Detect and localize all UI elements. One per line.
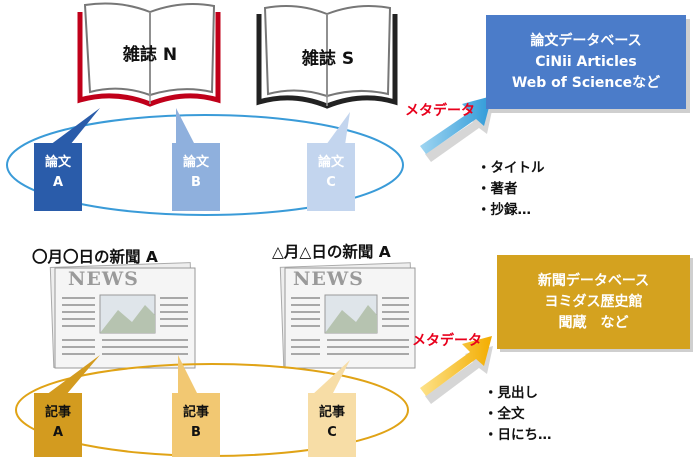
news-db-line-3: 聞蔵 など xyxy=(558,314,629,331)
news-db-line-2: ヨミダス歴史館 xyxy=(544,293,643,310)
magazine-s-book-icon xyxy=(256,5,398,109)
article-a-callout-tail xyxy=(46,355,100,395)
magazine-n-title: 雑誌 N xyxy=(122,45,178,65)
paper-a-callout-tail xyxy=(50,108,100,145)
paper-metadata-item: ・抄録… xyxy=(477,202,531,218)
newspaper-1-title: 〇月〇日の新聞 A xyxy=(32,248,158,266)
paper-db-line-3: Web of Scienceなど xyxy=(511,74,661,91)
news-metadata-label: メタデータ xyxy=(412,333,482,349)
paper-metadata-label: メタデータ xyxy=(405,103,475,119)
magazine-n-book-icon xyxy=(77,2,221,107)
magazine-s-title: 雑誌 S xyxy=(301,49,355,69)
news-metadata-item: ・見出し xyxy=(484,385,538,401)
article-b-callout-tail xyxy=(178,355,198,395)
paper-metadata-arrow-icon xyxy=(420,96,493,162)
paper-a-box xyxy=(34,143,82,211)
paper-db-line-1: 論文データベース xyxy=(530,32,642,49)
paper-db-line-2: CiNii Articles xyxy=(535,53,637,70)
article-a-box xyxy=(34,393,82,457)
news-metadata-item: ・日にち… xyxy=(484,427,552,443)
paper-metadata-item: ・著者 xyxy=(477,181,518,197)
paper-b-callout-tail xyxy=(176,108,195,145)
newspaper-a2-icon xyxy=(279,262,416,369)
article-c-box xyxy=(308,393,356,457)
article-c-callout-tail xyxy=(312,360,350,395)
paper-metadata-item: ・タイトル xyxy=(477,160,545,176)
newspaper-2-masthead: NEWS xyxy=(293,268,364,290)
paper-c-box xyxy=(307,143,355,211)
paper-c-callout-tail xyxy=(326,112,350,145)
news-db-line-1: 新聞データベース xyxy=(537,272,650,289)
news-database-box: 新聞データベース ヨミダス歴史館 聞蔵 など xyxy=(497,255,690,349)
paper-metadata-list: ・タイトル ・著者 ・抄録… xyxy=(477,158,545,221)
paper-database-box: 論文データベース CiNii Articles Web of Scienceなど xyxy=(486,15,686,109)
paper-b-box xyxy=(172,143,220,211)
newspaper-1-masthead: NEWS xyxy=(68,268,139,290)
article-b-box xyxy=(172,393,220,457)
news-metadata-item: ・全文 xyxy=(484,406,525,422)
article-metadata-arrow-icon xyxy=(420,336,493,404)
newspaper-2-title: △月△日の新聞 A xyxy=(272,243,391,261)
news-metadata-list: ・見出し ・全文 ・日にち… xyxy=(484,383,552,446)
paper-group-ellipse xyxy=(6,114,404,216)
